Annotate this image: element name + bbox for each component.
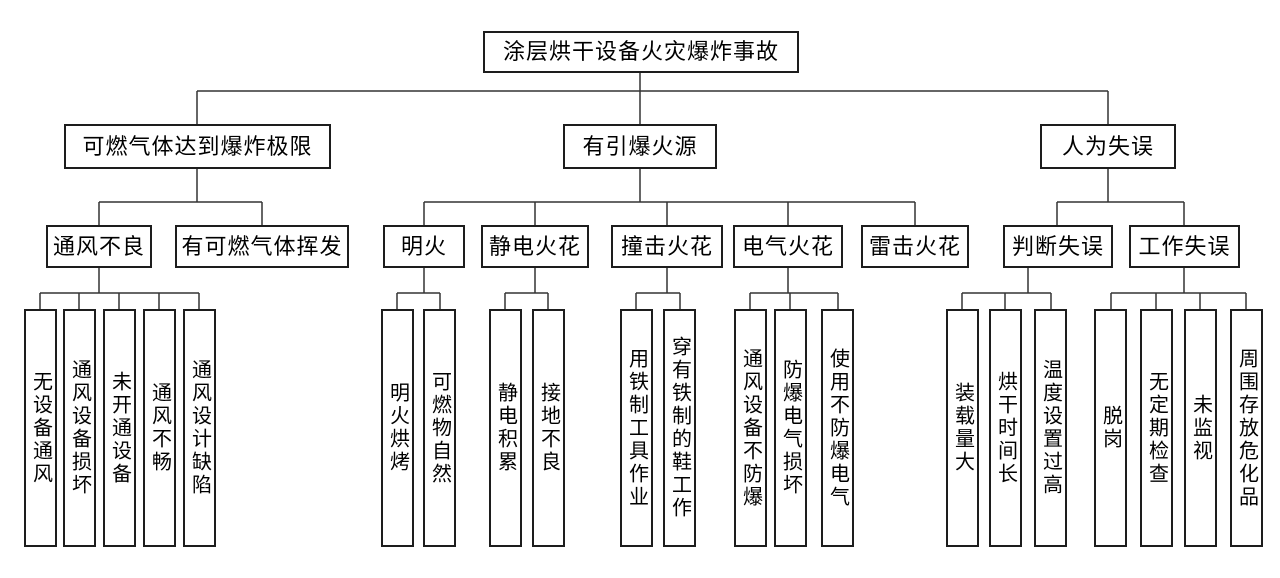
node-label: 温度设置过高 [1039,359,1062,497]
node-label: 可燃物自然 [428,370,451,486]
leaf-iron-shoes-work: 穿有铁制的鞋工作 [663,309,696,547]
leaf-ventilation-equipment-damaged: 通风设备损坏 [63,309,96,547]
leaf-iron-tool-operation: 用铁制工具作业 [620,309,653,547]
leaf-ventilation-blocked: 通风不畅 [143,309,176,547]
node-label: 脱岗 [1099,405,1122,451]
leaf-large-load: 装载量大 [946,309,979,547]
node-label: 可燃气体达到爆炸极限 [82,133,313,159]
leaf-no-ventilation-equipment: 无设备通风 [24,309,57,547]
node-label: 周围存放危化品 [1235,347,1258,509]
node-combustible-gas-limit: 可燃气体达到爆炸极限 [64,124,331,169]
leaf-open-flame-baking: 明火烘烤 [381,309,414,547]
node-label: 通风不畅 [148,382,171,474]
leaf-hazardous-materials-stored-nearby: 周围存放危化品 [1230,309,1263,547]
node-label: 雷击火花 [868,233,961,259]
leaf-poor-grounding: 接地不良 [532,309,565,547]
node-label: 防爆电气损坏 [779,359,802,497]
node-label: 工作失误 [1138,233,1231,259]
node-gas-volatilization: 有可燃气体挥发 [175,225,349,268]
leaf-leaving-post: 脱岗 [1094,309,1127,547]
leaf-no-monitoring: 未监视 [1184,309,1217,547]
node-lightning-spark: 雷击火花 [861,225,969,268]
leaf-no-periodic-inspection: 无定期检查 [1140,309,1173,547]
node-static-spark: 静电火花 [481,225,589,268]
node-human-error: 人为失误 [1040,124,1176,169]
node-label: 撞击火花 [620,233,713,259]
node-label: 无定期检查 [1145,370,1168,486]
leaf-explosion-proof-gear-damaged: 防爆电气损坏 [774,309,807,547]
node-label: 通风不良 [52,233,145,259]
node-label: 未开通设备 [108,370,131,486]
leaf-equipment-not-turned-on: 未开通设备 [103,309,136,547]
leaf-static-accumulation: 静电积累 [489,309,522,547]
node-label: 接地不良 [537,382,560,474]
leaf-long-drying-time: 烘干时间长 [989,309,1022,547]
node-fire-explosion-accident: 涂层烘干设备火灾爆炸事故 [483,31,799,73]
leaf-using-non-explosion-proof: 使用不防爆电气 [821,309,854,547]
node-label: 未监视 [1189,393,1212,463]
leaf-ventilation-design-defect: 通风设计缺陷 [183,309,216,547]
node-label: 穿有铁制的鞋工作 [668,336,691,520]
node-label: 通风设备不防爆 [739,347,762,509]
node-open-flame: 明火 [383,225,465,268]
node-label: 有可燃气体挥发 [181,233,343,259]
node-label: 用铁制工具作业 [625,347,648,509]
node-label: 使用不防爆电气 [826,347,849,509]
node-label: 人为失误 [1061,133,1154,159]
node-label: 烘干时间长 [994,370,1017,486]
node-label: 无设备通风 [29,370,52,486]
leaf-ventilation-not-explosion-proof: 通风设备不防爆 [734,309,767,547]
node-poor-ventilation: 通风不良 [46,225,152,268]
leaf-temperature-set-too-high: 温度设置过高 [1034,309,1067,547]
node-label: 明火 [400,233,447,259]
node-label: 通风设备损坏 [68,359,91,497]
node-label: 通风设计缺陷 [188,359,211,497]
node-judgment-error: 判断失误 [1003,225,1113,268]
node-impact-spark: 撞击火花 [611,225,723,268]
node-label: 有引爆火源 [582,133,698,159]
node-label: 涂层烘干设备火灾爆炸事故 [502,39,779,64]
node-label: 电气火花 [741,233,834,259]
node-label: 明火烘烤 [386,382,409,474]
node-label: 判断失误 [1011,233,1104,259]
node-work-error: 工作失误 [1129,225,1240,268]
node-ignition-source: 有引爆火源 [563,124,717,169]
node-electric-spark: 电气火花 [733,225,843,268]
node-label: 装载量大 [951,382,974,474]
node-label: 静电火花 [488,233,581,259]
node-label: 静电积累 [494,382,517,474]
leaf-combustible-self-ignition: 可燃物自然 [423,309,456,547]
